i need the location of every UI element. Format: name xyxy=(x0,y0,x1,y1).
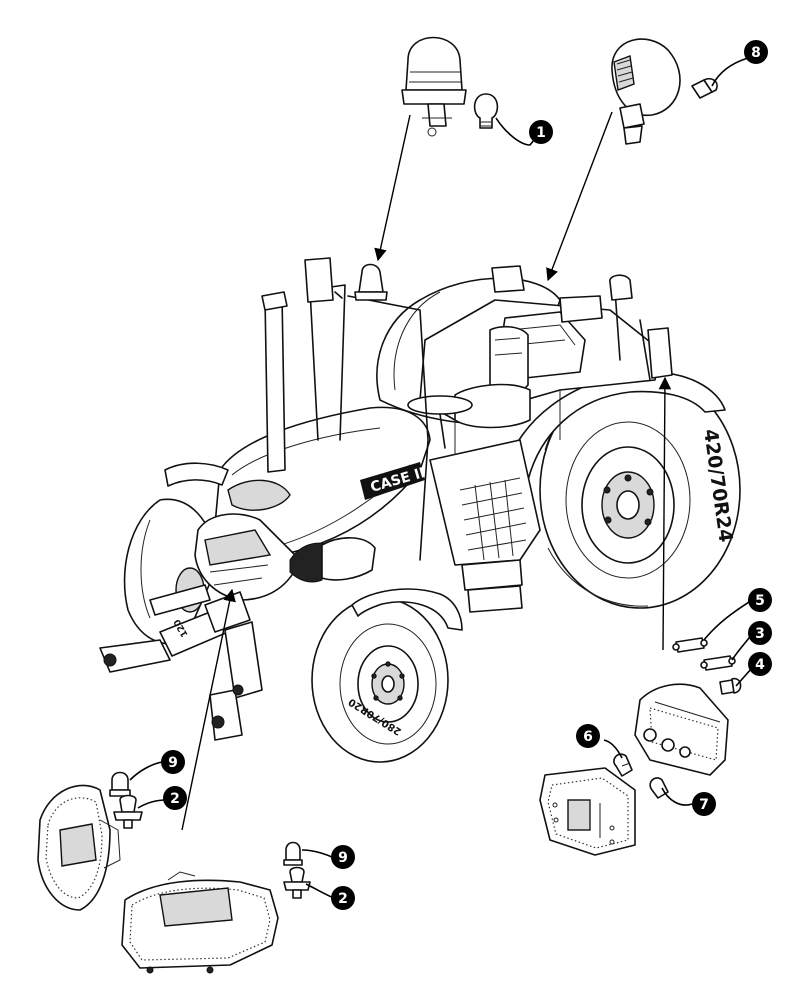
front-headlight-right xyxy=(121,871,279,974)
arrow-beacon-to-rops xyxy=(374,114,411,262)
rotating-beacon xyxy=(401,36,467,137)
front-headlight-left xyxy=(37,784,121,911)
bulb-5 xyxy=(672,637,708,653)
svg-text:5: 5 xyxy=(755,593,765,609)
callout-3: 3 xyxy=(748,621,772,645)
callout-2-left: 2 xyxy=(163,786,187,810)
rear-right-wheel: 420/70R24 xyxy=(539,371,741,609)
callout-4: 4 xyxy=(748,652,772,676)
svg-text:2: 2 xyxy=(170,791,180,807)
svg-text:2: 2 xyxy=(338,891,348,907)
work-light xyxy=(611,38,681,145)
arrow-headlight-to-nose xyxy=(181,588,236,831)
rear-lamp-housing-back xyxy=(634,683,729,776)
bulb-4 xyxy=(719,677,742,695)
svg-text:8: 8 xyxy=(751,45,761,61)
work-light-bulb xyxy=(691,77,718,99)
front-right-fender xyxy=(351,588,463,631)
arrow-worklight-to-cab xyxy=(546,111,613,282)
callout-2-right: 2 xyxy=(331,886,355,910)
callout-8: 8 xyxy=(744,40,768,64)
callout-9-right: 9 xyxy=(331,845,355,869)
callout-9-left: 9 xyxy=(161,750,185,774)
svg-text:6: 6 xyxy=(583,729,593,745)
callout-5: 5 xyxy=(748,588,772,612)
callout-6: 6 xyxy=(576,724,600,748)
bulb-2-right xyxy=(283,866,311,899)
bulb-7 xyxy=(649,777,669,799)
bulb-3 xyxy=(700,655,736,671)
svg-text:9: 9 xyxy=(338,850,348,866)
tractor-body: CASE IH xyxy=(99,257,673,741)
callout-7: 7 xyxy=(692,792,716,816)
front-right-wheel: 280/70R20 xyxy=(311,597,449,763)
svg-text:7: 7 xyxy=(699,797,709,813)
arrow-rearlamp-to-fender xyxy=(658,376,672,651)
svg-text:1: 1 xyxy=(536,125,546,141)
bulb-9-right xyxy=(283,841,303,866)
svg-text:9: 9 xyxy=(168,755,178,771)
beacon-bulb xyxy=(473,93,499,129)
callout-1: 1 xyxy=(529,120,553,144)
svg-text:3: 3 xyxy=(755,626,765,642)
svg-text:4: 4 xyxy=(755,657,765,673)
rear-lamp-lens xyxy=(539,767,636,856)
bulb-9-left xyxy=(109,771,131,797)
bulb-2-left xyxy=(113,794,143,829)
bulb-6 xyxy=(613,753,633,777)
